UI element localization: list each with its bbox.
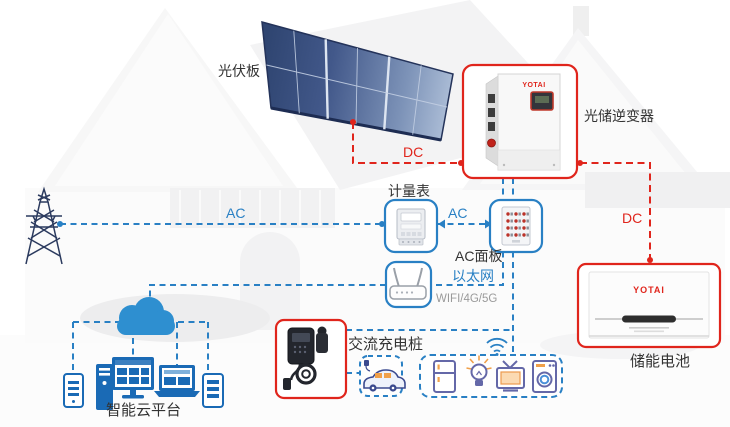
cloud-platform-label: 智能云平台 bbox=[106, 401, 181, 419]
ac-lines bbox=[60, 178, 514, 374]
tv-icon bbox=[496, 360, 525, 392]
router-icon bbox=[389, 267, 427, 300]
ac-grid-label: AC bbox=[226, 205, 245, 221]
dc-battery-label: DC bbox=[622, 210, 642, 226]
inverter-device: YOTAI bbox=[485, 73, 561, 171]
ac-line-dots bbox=[57, 219, 492, 229]
router-box bbox=[384, 260, 433, 309]
grid-tower-icon bbox=[25, 186, 63, 265]
solar-panel bbox=[261, 20, 454, 142]
smartphone-icon bbox=[63, 373, 84, 408]
bulb-icon bbox=[466, 355, 492, 386]
ev-car-icon bbox=[363, 360, 406, 392]
laptop-icon bbox=[154, 365, 200, 397]
solar-panel-label: 光伏板 bbox=[218, 63, 260, 79]
meter-icon bbox=[396, 208, 426, 246]
dc-lines bbox=[352, 122, 651, 260]
charger-label: 交流充电桩 bbox=[348, 335, 423, 353]
dc-pv-label: DC bbox=[403, 144, 423, 160]
ac-panel-label: AC面板 bbox=[455, 248, 502, 264]
smartphone-icon-2 bbox=[202, 373, 224, 408]
washing-machine-icon bbox=[532, 360, 557, 393]
desktop-icon bbox=[96, 357, 154, 410]
battery-label: 储能电池 bbox=[630, 353, 690, 370]
ethernet-label: 以太网 bbox=[452, 268, 494, 284]
inverter-logo: YOTAI bbox=[522, 82, 545, 89]
cloud-icon bbox=[117, 297, 175, 335]
fridge-icon bbox=[433, 360, 456, 393]
wifi-label: WIFI/4G/5G bbox=[436, 293, 497, 305]
ac-panel-icon bbox=[501, 206, 531, 246]
meter-label: 计量表 bbox=[388, 183, 430, 199]
charger-device bbox=[283, 326, 328, 390]
wifi-icon bbox=[486, 337, 508, 356]
inverter-label: 光储逆变器 bbox=[584, 108, 654, 124]
dc-line-dots bbox=[350, 119, 653, 263]
battery-device: YOTAI bbox=[588, 271, 710, 339]
ac-link-label: AC bbox=[448, 205, 467, 221]
battery-logo: YOTAI bbox=[633, 285, 665, 295]
